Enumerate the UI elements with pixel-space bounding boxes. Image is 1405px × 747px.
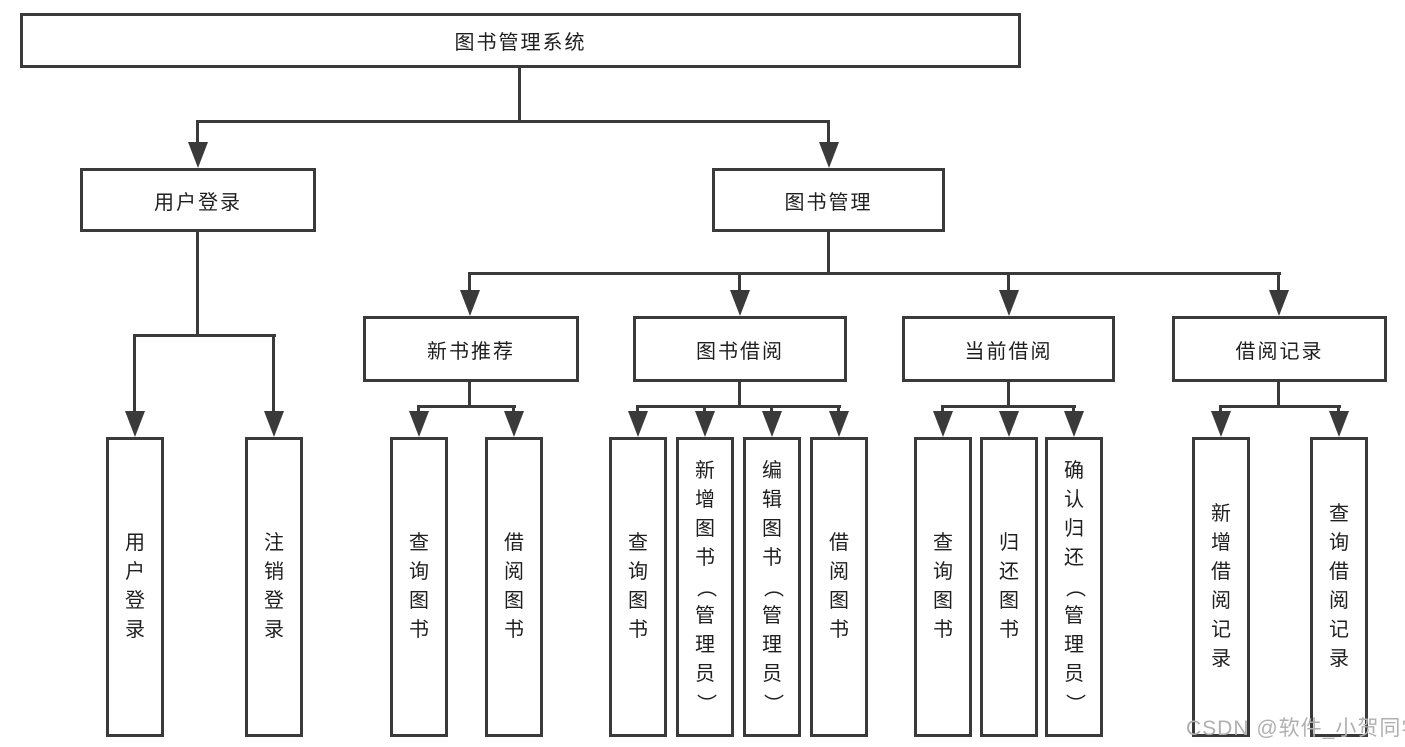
connector-line	[1007, 272, 1010, 292]
arrow-down-icon	[1329, 411, 1349, 437]
arrow-down-icon	[999, 290, 1019, 316]
arrow-down-icon	[999, 411, 1019, 437]
connector-line	[1219, 405, 1222, 414]
connector-line	[941, 405, 944, 414]
arrow-down-icon	[1269, 290, 1289, 316]
arrow-down-icon	[460, 290, 480, 316]
connector-line	[272, 334, 275, 414]
connector-line	[941, 405, 1076, 408]
node-current-borrowing: 当前借阅	[902, 316, 1115, 382]
connector-line	[133, 334, 136, 414]
arrow-down-icon	[695, 411, 715, 437]
connector-line	[468, 382, 471, 408]
node-new-book-recommend: 新书推荐	[363, 316, 579, 382]
leaf-edit-book-admin: 编辑图书（管理员）	[743, 437, 801, 737]
connector-line	[837, 405, 840, 414]
connector-line	[738, 272, 741, 292]
connector-line	[827, 232, 830, 275]
connector-line	[196, 120, 199, 144]
leaf-query-books-borrowing: 查询图书	[609, 437, 667, 737]
arrow-down-icon	[125, 411, 145, 437]
node-library-system: 图书管理系统	[20, 13, 1021, 68]
arrow-down-icon	[762, 411, 782, 437]
leaf-query-borrow-record: 查询借阅记录	[1310, 437, 1368, 737]
arrow-down-icon	[409, 411, 429, 437]
arrow-down-icon	[730, 290, 750, 316]
arrow-down-icon	[264, 411, 284, 437]
connector-line	[512, 405, 515, 414]
arrow-down-icon	[933, 411, 953, 437]
watermark: CSDN @软件_小贺同学	[1186, 717, 1405, 740]
arrow-down-icon	[819, 142, 839, 168]
connector-line	[738, 382, 741, 408]
connector-line	[196, 120, 830, 123]
arrow-down-icon	[188, 142, 208, 168]
connector-line	[1072, 405, 1075, 414]
connector-line	[1277, 382, 1280, 408]
leaf-query-books-recommend: 查询图书	[390, 437, 448, 737]
connector-line	[468, 272, 1281, 275]
leaf-return-books: 归还图书	[980, 437, 1038, 737]
node-book-borrowing: 图书借阅	[633, 316, 847, 382]
arrow-down-icon	[628, 411, 648, 437]
connector-line	[133, 334, 276, 337]
connector-line	[417, 405, 420, 414]
node-borrowing-records: 借阅记录	[1172, 316, 1387, 382]
leaf-query-books-current: 查询图书	[914, 437, 972, 737]
connector-line	[1277, 272, 1280, 292]
node-user-login: 用户登录	[80, 168, 316, 232]
leaf-add-book-admin: 新增图书（管理员）	[676, 437, 734, 737]
connector-line	[1219, 405, 1341, 408]
arrow-down-icon	[1064, 411, 1084, 437]
leaf-borrow-books-borrowing: 借阅图书	[810, 437, 868, 737]
arrow-down-icon	[504, 411, 524, 437]
leaf-user-login: 用户登录	[106, 437, 164, 737]
connector-line	[827, 120, 830, 144]
leaf-logout: 注销登录	[245, 437, 303, 737]
connector-line	[636, 405, 841, 408]
node-book-management: 图书管理	[712, 168, 945, 232]
leaf-add-borrow-record: 新增借阅记录	[1192, 437, 1250, 737]
connector-line	[703, 405, 706, 414]
connector-line	[417, 405, 516, 408]
leaf-confirm-return-admin: 确认归还（管理员）	[1045, 437, 1103, 737]
connector-line	[518, 68, 521, 122]
connector-line	[636, 405, 639, 414]
connector-line	[1007, 382, 1010, 408]
arrow-down-icon	[1211, 411, 1231, 437]
connector-line	[468, 272, 471, 292]
connector-line	[196, 232, 199, 337]
arrow-down-icon	[829, 411, 849, 437]
leaf-borrow-books-recommend: 借阅图书	[485, 437, 543, 737]
connector-line	[1337, 405, 1340, 414]
connector-line	[770, 405, 773, 414]
